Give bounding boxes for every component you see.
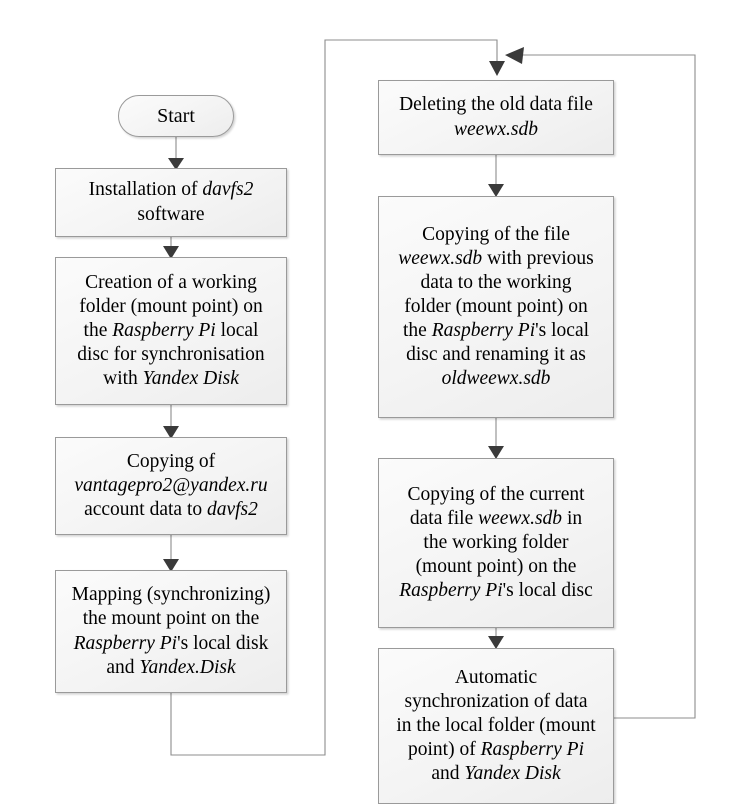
edge-copy-account-to-mapping (163, 535, 179, 572)
node-start-label: Start (157, 104, 195, 127)
node-mapping-mount-point[interactable]: Mapping (synchronizing)the mount point o… (55, 570, 287, 693)
edge-copy-previous-to-copy-current (488, 418, 504, 459)
node-mapping-mount-point-label: Mapping (synchronizing)the mount point o… (71, 584, 271, 678)
edge-create-folder-to-copy-account (163, 405, 179, 439)
edge-delete-old-to-copy-previous (488, 155, 504, 197)
edge-install-to-create-folder (163, 237, 179, 259)
node-start[interactable]: Start (118, 95, 234, 137)
edge-start-to-install (168, 137, 184, 170)
edge-copy-current-to-auto-sync (488, 628, 504, 649)
